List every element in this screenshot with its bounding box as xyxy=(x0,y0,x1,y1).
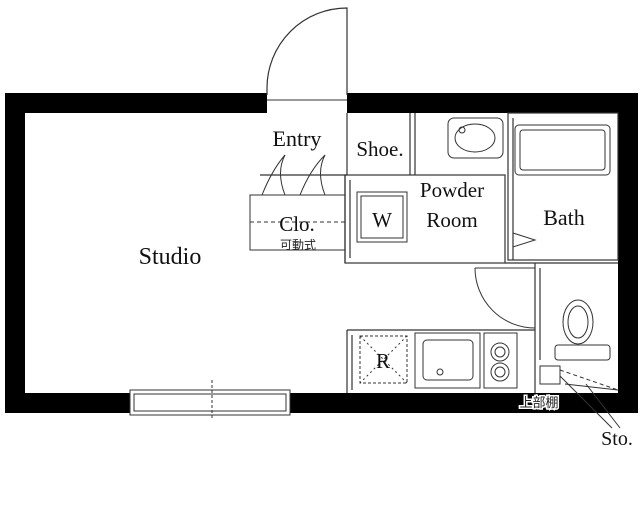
wall-bottom-left xyxy=(5,393,130,413)
label-upper-shelf: 上部棚 xyxy=(519,396,558,411)
stove xyxy=(483,332,518,389)
toilet xyxy=(554,299,611,361)
toilet-door xyxy=(474,267,536,329)
storage-leaders xyxy=(559,375,621,429)
washer-box xyxy=(356,191,408,243)
washbasin xyxy=(447,117,504,159)
wall-bottom-right xyxy=(290,393,638,413)
label-closet: Clo. xyxy=(279,212,315,236)
label-shoe: Shoe. xyxy=(356,137,403,161)
label-fridge: R xyxy=(376,349,390,373)
closet-unit xyxy=(249,194,346,251)
upper-shelf xyxy=(539,365,619,391)
label-bath: Bath xyxy=(543,205,585,230)
label-room: Room xyxy=(426,208,477,232)
exterior-walls xyxy=(5,93,638,413)
fridge-box xyxy=(359,335,408,384)
label-storage: Sto. xyxy=(601,428,633,450)
label-entry: Entry xyxy=(273,126,322,151)
interior-walls xyxy=(260,112,619,393)
wall-left xyxy=(5,93,25,413)
kitchen-sink xyxy=(414,332,481,389)
bath-door xyxy=(512,225,537,250)
wall-top-left xyxy=(5,93,267,113)
window xyxy=(129,380,291,420)
wall-top-right xyxy=(347,93,638,113)
entry-closet-doors xyxy=(261,154,326,196)
label-studio: Studio xyxy=(139,244,202,270)
label-closet-note: 可動式 xyxy=(280,238,316,252)
wall-right xyxy=(618,93,638,413)
entry-door xyxy=(266,7,348,101)
bathtub xyxy=(514,124,611,176)
label-powder: Powder xyxy=(420,178,484,202)
label-washer: W xyxy=(372,208,392,232)
